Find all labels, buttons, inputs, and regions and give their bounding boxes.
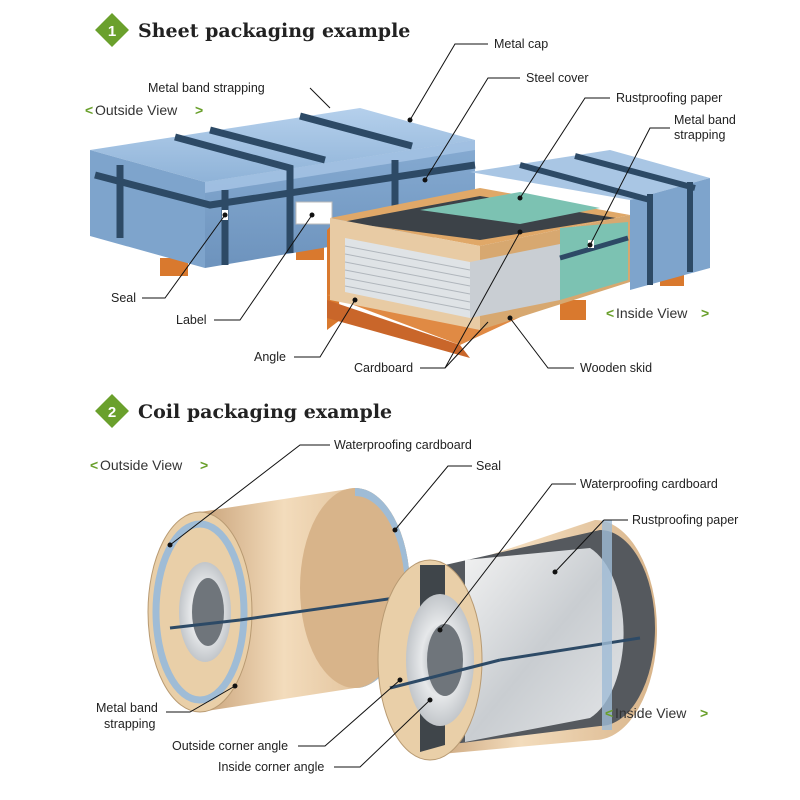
svg-text:1: 1 bbox=[108, 23, 116, 40]
label-angle: Angle bbox=[254, 350, 286, 364]
label-label: Label bbox=[176, 313, 207, 327]
label-wooden-skid: Wooden skid bbox=[580, 361, 652, 375]
section1-heading: 1 Sheet packaging example bbox=[95, 13, 410, 47]
svg-text:<: < bbox=[85, 102, 93, 118]
package-label bbox=[295, 201, 333, 225]
section2-heading: 2 Coil packaging example bbox=[95, 394, 392, 428]
svg-text:Inside View: Inside View bbox=[615, 705, 687, 721]
number-badge-1: 1 bbox=[95, 13, 129, 47]
coil-inside bbox=[377, 520, 657, 761]
section2-leaders bbox=[166, 444, 628, 768]
label-waterproofing-cardboard-2: Waterproofing cardboard bbox=[580, 477, 718, 491]
label-metal-band-line2: strapping bbox=[104, 717, 155, 731]
steel-sheet-stack bbox=[344, 238, 560, 318]
outside-view-label-1: < Outside View > bbox=[85, 102, 203, 118]
svg-text:>: > bbox=[195, 102, 203, 118]
label-metal-cap: Metal cap bbox=[494, 37, 548, 51]
svg-text:>: > bbox=[701, 305, 709, 321]
svg-text:>: > bbox=[200, 457, 208, 473]
label-metal-band-line1: Metal band bbox=[96, 701, 158, 715]
inside-view-label-1: < Inside View > bbox=[606, 305, 709, 321]
svg-text:Outside View: Outside View bbox=[100, 457, 183, 473]
outside-view-label-2: < Outside View > bbox=[90, 457, 208, 473]
label-metal-band-right-line1: Metal band bbox=[674, 113, 736, 127]
label-metal-band-strapping: Metal band strapping bbox=[148, 81, 265, 95]
label-waterproofing-cardboard-1: Waterproofing cardboard bbox=[334, 438, 472, 452]
label-seal-2: Seal bbox=[476, 459, 501, 473]
label-seal: Seal bbox=[111, 291, 136, 305]
svg-text:>: > bbox=[700, 705, 708, 721]
inside-view-label-2: < Inside View > bbox=[605, 705, 708, 721]
svg-text:2: 2 bbox=[108, 404, 116, 421]
label-steel-cover: Steel cover bbox=[526, 71, 589, 85]
coil-outside bbox=[147, 488, 410, 713]
svg-text:<: < bbox=[606, 305, 614, 321]
label-metal-band-right-line2: strapping bbox=[674, 128, 725, 142]
section1-leaders bbox=[142, 43, 670, 369]
svg-text:Inside View: Inside View bbox=[616, 305, 688, 321]
number-badge-2: 2 bbox=[95, 394, 129, 428]
label-cardboard: Cardboard bbox=[354, 361, 413, 375]
label-outside-corner-angle: Outside corner angle bbox=[172, 739, 288, 753]
svg-text:<: < bbox=[90, 457, 98, 473]
section2-title: Coil packaging example bbox=[138, 401, 392, 423]
label-rustproofing-paper-2: Rustproofing paper bbox=[632, 513, 738, 527]
label-inside-corner-angle: Inside corner angle bbox=[218, 760, 324, 774]
sheet-outside-box bbox=[90, 108, 476, 276]
svg-text:Outside View: Outside View bbox=[95, 102, 178, 118]
svg-text:<: < bbox=[605, 705, 613, 721]
section1-title: Sheet packaging example bbox=[138, 20, 410, 42]
sheet-inside-box bbox=[327, 150, 710, 358]
label-rustproofing-paper: Rustproofing paper bbox=[616, 91, 722, 105]
